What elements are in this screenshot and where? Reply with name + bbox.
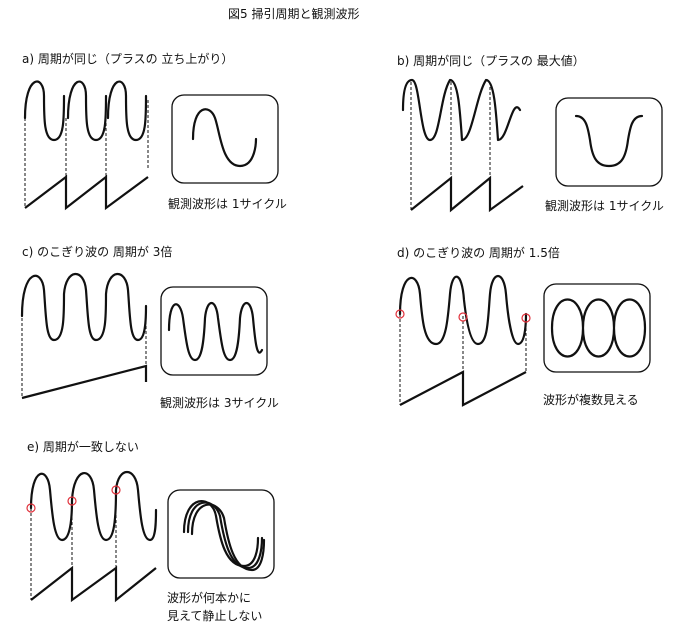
panel-e-sawtooth-wave: [30, 565, 157, 603]
panel-e-caption-line1: 波形が何本かに: [167, 591, 252, 605]
panel-c-oscilloscope-screen: [160, 286, 268, 376]
panel-d-trigger-marker: [395, 309, 405, 319]
panel-c: [20, 272, 268, 400]
panel-c-observed-waveform: [167, 301, 264, 362]
figure-title: 図5 掃引周期と観測波形: [228, 7, 360, 21]
panel-e-trigger-marker: [67, 496, 77, 506]
panel-e-observed-waveforms: [182, 500, 266, 572]
panel-b-input-sine-wave: [401, 78, 522, 142]
panel-e-input-sine-wave: [29, 471, 158, 542]
panel-d-heading: d) のこぎり波の 周期が 1.5倍: [397, 246, 560, 260]
panel-e-trigger-marker: [26, 503, 36, 513]
panel-a-heading: a) 周期が同じ（プラスの 立ち上がり）: [22, 52, 234, 66]
panel-d-trigger-marker: [458, 312, 468, 322]
panel-e: [26, 471, 275, 603]
panel-c-sawtooth-wave: [21, 364, 148, 400]
panel-c-input-sine-wave: [20, 272, 148, 342]
panel-e-trigger-marker: [111, 485, 121, 495]
panel-a-oscilloscope-screen: [171, 94, 279, 184]
panel-b-observed-waveform: [574, 114, 644, 168]
panel-d: [395, 274, 651, 407]
panel-d-observed-waveform: [550, 298, 647, 358]
panel-b: [401, 78, 663, 213]
panel-a-caption: 観測波形は 1サイクル: [168, 197, 287, 211]
panel-d-caption: 波形が複数見える: [543, 393, 639, 407]
panel-b-oscilloscope-screen: [555, 97, 663, 187]
panel-b-sawtooth-wave: [410, 175, 524, 213]
panel-e-caption-line2: 見えて静止しない: [167, 609, 263, 623]
panel-d-oscilloscope-screen: [543, 283, 651, 373]
panel-c-caption: 観測波形は 3サイクル: [160, 396, 279, 410]
panel-a: [23, 80, 279, 211]
panel-c-heading: c) のこぎり波の 周期が 3倍: [22, 245, 173, 259]
panel-b-caption: 観測波形は 1サイクル: [545, 199, 664, 213]
panel-d-trigger-marker: [521, 313, 531, 323]
panel-a-input-sine-wave: [23, 80, 148, 142]
panel-b-heading: b) 周期が同じ（プラスの 最大値）: [397, 54, 585, 68]
panel-e-oscilloscope-screen: [167, 489, 275, 579]
panel-d-sawtooth-wave: [399, 370, 527, 407]
panel-a-observed-waveform: [191, 108, 258, 168]
panel-e-heading: e) 周期が一致しない: [27, 440, 139, 454]
panel-a-sawtooth-wave: [24, 174, 149, 211]
